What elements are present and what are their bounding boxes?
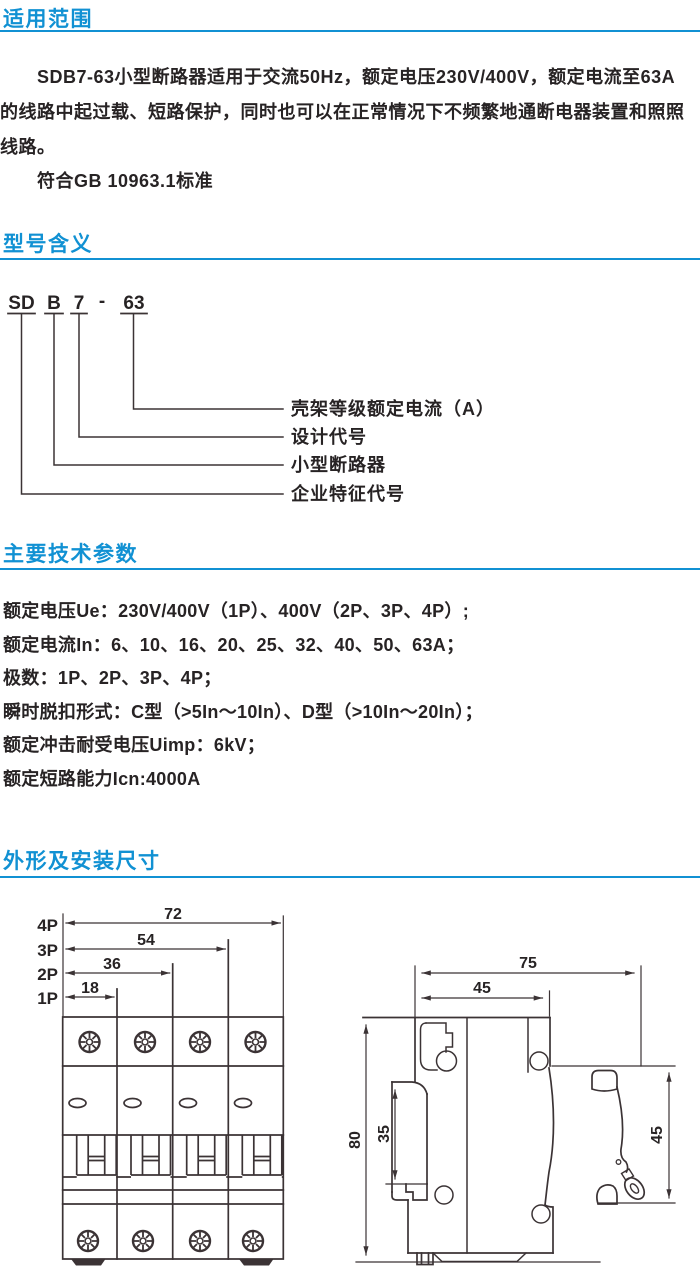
side-dim-body-width: 45: [473, 980, 491, 997]
side-breaker-body: [362, 1016, 555, 1266]
side-dimension-lines: [363, 970, 672, 1256]
section-divider: [0, 876, 700, 878]
screw-terminal-icon: [76, 1229, 100, 1253]
model-code-segment: B: [47, 293, 61, 314]
pole-label: 3P: [37, 941, 58, 960]
indicator-windows: [68, 1097, 253, 1109]
indicator-window-icon: [233, 1097, 253, 1109]
side-dim-total-width: 75: [519, 955, 537, 972]
section-divider: [0, 30, 700, 32]
side-dim-front-height: 45: [649, 1126, 666, 1144]
side-toggle-lever: [591, 1069, 646, 1205]
section-heading-dimensions: 外形及安装尺寸: [3, 850, 161, 873]
model-connector-lines: [20, 313, 284, 495]
screw-terminal-icon: [188, 1030, 212, 1054]
model-code-segment: SD: [8, 293, 34, 314]
model-code-label: 企业特征代号: [290, 483, 405, 504]
spec-line: 极数：1P、2P、3P、4P；: [3, 668, 222, 688]
screw-terminal-icons: [76, 1030, 267, 1253]
side-dim-height: 80: [347, 1131, 364, 1149]
indicator-window-icon: [123, 1097, 142, 1109]
mounting-feet: [71, 1259, 274, 1266]
spec-line: 额定短路能力Icn:4000A: [3, 769, 201, 789]
model-code-segment: 7: [74, 293, 85, 314]
model-code-labels: 壳架等级额定电流（A） 设计代号 小型断路器 企业特征代号: [290, 398, 495, 504]
indicator-window-icon: [178, 1097, 198, 1109]
spec-line: 额定冲击耐受电压Uimp：6kV；: [3, 735, 266, 755]
model-code-label: 壳架等级额定电流（A）: [290, 398, 495, 419]
spec-line: 额定电压Ue：230V/400V（1P）、400V（2P、3P、4P）;: [3, 601, 469, 621]
model-code-label: 设计代号: [291, 426, 367, 447]
scope-paragraph-line: 的线路中起过载、短路保护，同时也可以在正常情况下不频繁地通断电器装置和照照: [0, 102, 685, 122]
side-view-drawing: 75 45 80 35 45: [347, 955, 676, 1266]
scope-paragraph-line: 线路。: [0, 137, 56, 157]
side-extension-lines: [355, 965, 676, 1263]
width-dim-54: 54: [137, 932, 155, 949]
model-code-label: 小型断路器: [291, 454, 386, 475]
pole-label: 2P: [37, 965, 58, 984]
screw-terminal-icon: [244, 1030, 267, 1054]
model-code-segment: 63: [123, 293, 144, 314]
spec-line: 额定电流In：6、10、16、20、25、32、40、50、63A；: [3, 635, 465, 655]
scope-paragraph-line: SDB7-63小型断路器适用于交流50Hz，额定电压230V/400V，额定电流…: [37, 67, 676, 87]
width-dim-72: 72: [164, 906, 182, 923]
width-dim-18: 18: [81, 980, 99, 997]
front-breaker-body: [61, 939, 285, 1260]
front-dimension-lines: [65, 920, 281, 1000]
section-heading-scope: 适用范围: [3, 8, 93, 31]
outline-dimension-drawings: 4P 3P 2P 1P 72 54 36 18: [37, 906, 676, 1266]
section-heading-specs: 主要技术参数: [3, 543, 138, 566]
model-code-segment: -: [99, 291, 105, 312]
indicator-window-icon: [68, 1097, 87, 1109]
spec-line: 瞬时脱扣形式：C型（>5In～10In）、D型（>10In～20In）；: [3, 702, 483, 722]
section-divider: [0, 258, 700, 260]
pole-label: 4P: [37, 916, 58, 935]
standard-note: 符合GB 10963.1标准: [37, 171, 214, 191]
screw-terminal-icon: [131, 1229, 155, 1253]
front-view-drawing: 4P 3P 2P 1P 72 54 36 18: [37, 906, 285, 1266]
front-extension-lines: [62, 913, 284, 1018]
model-code-parts: SD B 7 - 63: [7, 291, 148, 315]
screw-terminal-icon: [78, 1030, 101, 1054]
padlock-eye-icon: [623, 1176, 646, 1201]
side-body-details: [419, 1017, 551, 1263]
section-divider: [0, 568, 700, 570]
screw-terminal-icon: [188, 1229, 212, 1253]
side-dim-rail-slot: 35: [376, 1125, 393, 1143]
screw-terminal-icon: [133, 1030, 157, 1054]
model-code-diagram: SD B 7 - 63 壳架等级额定电流（A） 设计代号 小型断路器 企业特征代…: [7, 291, 495, 504]
section-heading-model: 型号含义: [3, 233, 93, 256]
screw-terminal-icon: [241, 1229, 265, 1253]
width-dim-36: 36: [103, 956, 121, 973]
pole-label: 1P: [37, 989, 58, 1008]
